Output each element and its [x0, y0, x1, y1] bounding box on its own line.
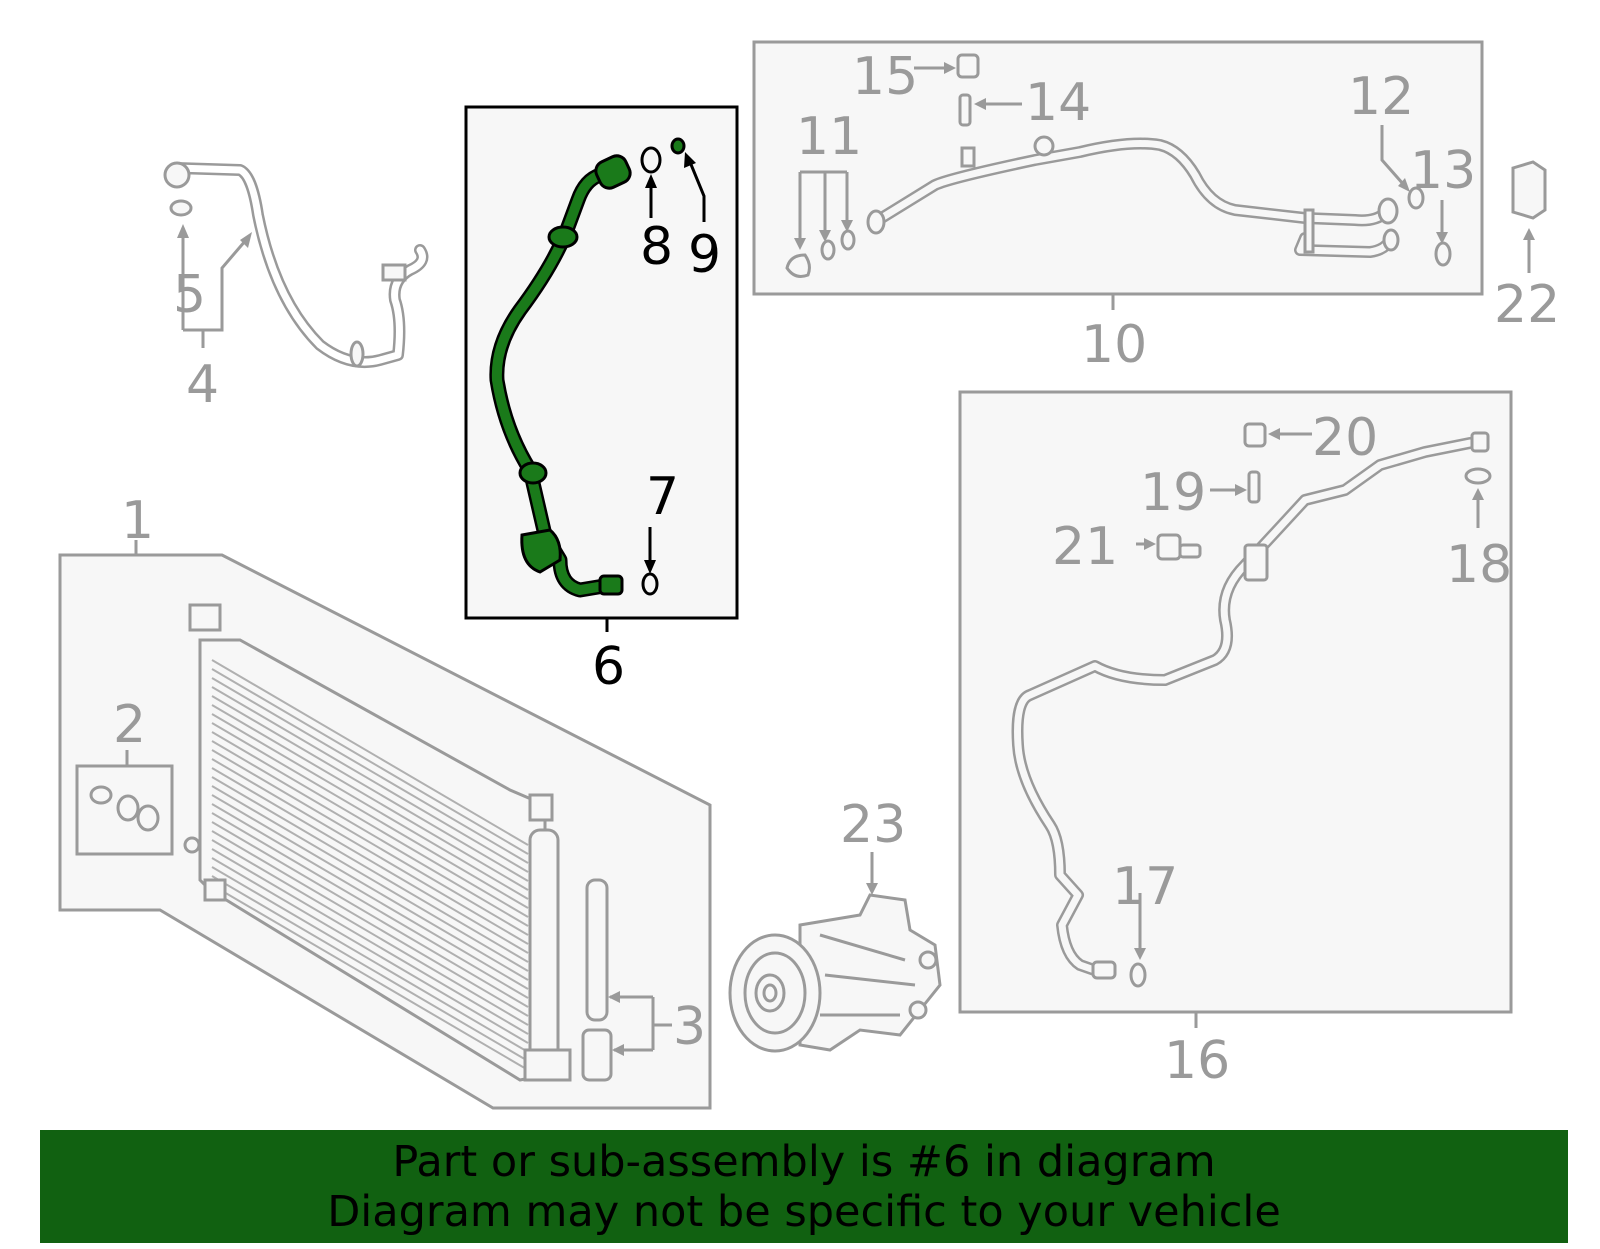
condenser-fin	[211, 794, 529, 981]
callout-5: 5	[173, 265, 206, 325]
condenser-fin	[211, 821, 529, 1008]
condenser-fin	[211, 713, 529, 900]
condenser-fin	[211, 677, 529, 864]
callout-17: 17	[1112, 857, 1178, 917]
part-22-valve[interactable]	[1511, 160, 1547, 273]
info-banner: Part or sub-assembly is #6 in diagram Di…	[40, 1130, 1568, 1243]
part-4-hose[interactable]	[163, 161, 429, 369]
bolt-icon	[89, 785, 160, 832]
condenser-icon	[183, 603, 572, 1082]
callout-21: 21	[1052, 517, 1118, 577]
callout-14: 14	[1025, 73, 1091, 133]
o-ring-8-icon	[640, 146, 662, 174]
callout-22: 22	[1494, 275, 1560, 335]
condenser-fin	[211, 731, 529, 918]
callout-19: 19	[1140, 463, 1206, 523]
condenser-fin	[211, 839, 529, 1026]
part-1-condenser-group[interactable]	[58, 540, 712, 1110]
condenser-fin	[211, 875, 529, 1062]
condenser-fin	[211, 803, 529, 990]
callout-13: 13	[1410, 141, 1476, 201]
condenser-fin	[211, 668, 529, 855]
callout-23: 23	[840, 795, 906, 855]
callout-20: 20	[1312, 408, 1378, 468]
callout-18: 18	[1446, 535, 1512, 595]
part-6-hose-highlighted[interactable]	[489, 153, 634, 598]
banner-line-2: Diagram may not be specific to your vehi…	[327, 1186, 1281, 1237]
callout-10: 10	[1081, 315, 1147, 375]
condenser-fin	[211, 776, 529, 963]
condenser-fin	[211, 740, 529, 927]
part-23-compressor[interactable]	[728, 852, 942, 1053]
callout-2: 2	[113, 695, 146, 755]
callout-4: 4	[186, 355, 219, 415]
condenser-fin	[211, 758, 529, 945]
condenser-fin	[211, 659, 529, 846]
part-6-group[interactable]	[464, 105, 739, 632]
callout-8: 8	[640, 217, 673, 277]
seal-11-icons	[785, 229, 856, 278]
condenser-fin	[211, 749, 529, 936]
callout-3: 3	[673, 997, 706, 1057]
condenser-fin	[211, 812, 529, 999]
condenser-fin	[211, 866, 529, 1053]
condenser-fin	[211, 722, 529, 909]
sensor-21-icon	[1156, 533, 1202, 561]
part-2-kit[interactable]	[75, 750, 174, 856]
condenser-fin	[211, 848, 529, 1035]
callout-16: 16	[1164, 1031, 1230, 1091]
callout-1: 1	[121, 491, 154, 551]
compressor-icon	[728, 893, 942, 1053]
condenser-fin	[211, 785, 529, 972]
banner-line-1: Part or sub-assembly is #6 in diagram	[392, 1136, 1216, 1187]
callout-12: 12	[1348, 67, 1414, 127]
callout-6: 6	[592, 637, 625, 697]
callout-11: 11	[796, 107, 862, 167]
part-16-group[interactable]	[958, 390, 1513, 1028]
condenser-fin	[211, 857, 529, 1044]
condenser-fin	[211, 686, 529, 873]
condenser-fin	[211, 884, 529, 1071]
condenser-fin	[211, 695, 529, 882]
o-ring-9-icon	[670, 137, 686, 155]
callout-15: 15	[852, 47, 918, 107]
condenser-fin	[211, 830, 529, 1017]
part-10-group[interactable]	[752, 40, 1484, 310]
condenser-fin	[211, 767, 529, 954]
callout-7: 7	[646, 467, 679, 527]
condenser-fin	[211, 704, 529, 891]
callout-9: 9	[688, 225, 721, 285]
part-3-dryer[interactable]	[581, 878, 672, 1082]
